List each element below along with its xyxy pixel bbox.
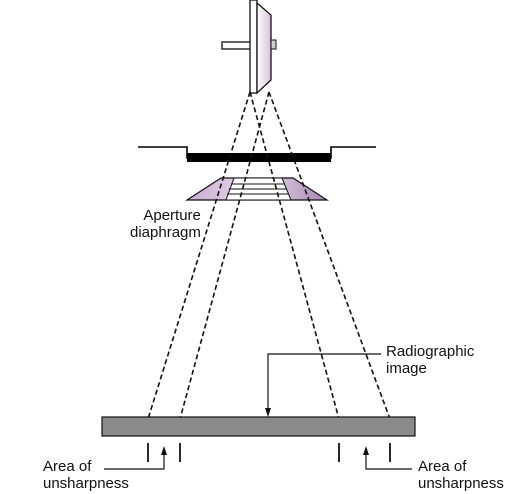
unsharp-left-line-1: Area of <box>43 458 92 475</box>
beam-lines <box>147 91 391 420</box>
anode-disc-body <box>249 0 258 94</box>
anode-bevel <box>256 1 272 95</box>
anode-stem <box>221 41 253 50</box>
tube-housing <box>138 146 376 162</box>
unsharp-left-line-2: unsharpness <box>43 475 129 492</box>
radiographic-label-line-2: image <box>386 360 427 377</box>
beam-outer-left <box>147 91 251 420</box>
housing-window-bar <box>187 153 331 162</box>
film-plate <box>101 416 416 437</box>
radiographic-image-label: Radiographic image <box>386 343 474 377</box>
aperture-label-line-2: diaphragm <box>130 224 201 241</box>
unsharp-right-line-2: unsharpness <box>418 475 504 492</box>
unsharpness-pointer-left <box>104 446 167 470</box>
aperture-diaphragm-label: Aperture diaphragm <box>130 207 201 241</box>
xray-tube-anode <box>221 0 277 95</box>
radiographic-image-pointer <box>265 353 381 417</box>
beam-outer-right <box>268 91 391 420</box>
aperture-diaphragm <box>184 177 330 201</box>
beam-inner-right <box>249 91 340 420</box>
unsharpness-label-left: Area of unsharpness <box>43 458 129 492</box>
beam-inner-left <box>179 91 270 420</box>
unsharpness-ticks <box>147 443 391 462</box>
anode-nut <box>270 39 277 50</box>
unsharp-right-line-1: Area of <box>418 458 467 475</box>
radiographic-label-line-1: Radiographic <box>386 343 475 360</box>
unsharpness-pointer-right <box>363 446 412 470</box>
unsharpness-label-right: Area of unsharpness <box>418 458 504 492</box>
aperture-label-line-1: Aperture <box>143 207 201 224</box>
